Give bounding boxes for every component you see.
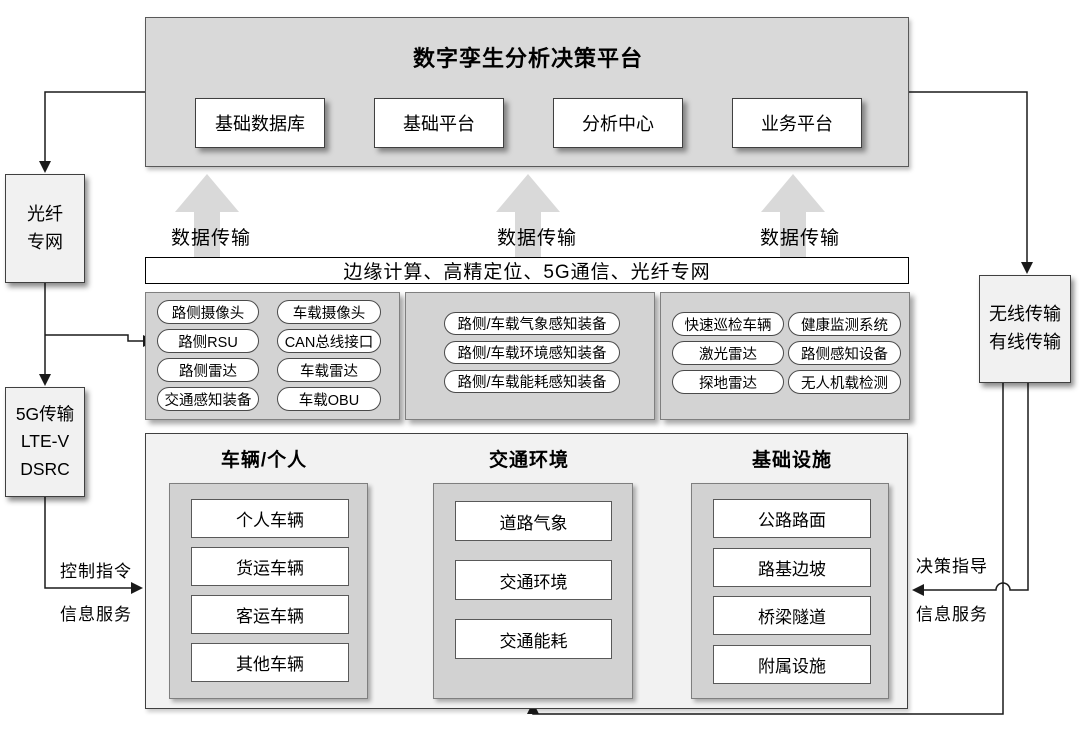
header-infrastructure: 基础设施 xyxy=(751,450,832,471)
module-business-platform: 业务平台 xyxy=(732,98,862,148)
block-arrow-up-2 xyxy=(496,174,560,257)
arrowhead-down-wireless xyxy=(1021,262,1033,274)
item-other-vehicle: 其他车辆 xyxy=(191,643,349,682)
network-bar: 边缘计算、高精定位、5G通信、光纤专网 xyxy=(145,257,909,284)
column-infrastructure: 公路路面 路基边坡 桥梁隧道 附属设施 xyxy=(691,483,889,699)
arrowhead-down-optical xyxy=(39,161,51,173)
module-base-database: 基础数据库 xyxy=(195,98,325,148)
wireless-line1: 无线传输 xyxy=(989,304,1061,325)
data-transfer-label-2: 数据传输 xyxy=(496,228,577,249)
column-traffic-environment: 道路气象 交通环境 交通能耗 xyxy=(433,483,633,699)
pill-lidar: 激光雷达 xyxy=(672,341,784,365)
line-optical-to-sensors xyxy=(45,334,145,342)
item-traffic-energy: 交通能耗 xyxy=(455,619,612,659)
item-freight-vehicle: 货运车辆 xyxy=(191,547,349,586)
arrowhead-right-bottombox xyxy=(131,582,143,594)
header-vehicles-individuals: 车辆/个人 xyxy=(220,450,308,471)
control-command-label: 控制指令 xyxy=(60,562,132,581)
decision-guidance-label: 决策指导 xyxy=(916,557,988,576)
platform-title: 数字孪生分析决策平台 xyxy=(412,46,643,71)
5g-line3: DSRC xyxy=(20,458,70,479)
data-transfer-label-1: 数据传输 xyxy=(170,228,251,249)
pill-environment-sensing: 路侧/车载环境感知装备 xyxy=(444,341,620,364)
item-bridge-tunnel: 桥梁隧道 xyxy=(713,596,871,635)
wireless-line2: 有线传输 xyxy=(989,332,1061,352)
item-passenger-vehicle: 客运车辆 xyxy=(191,595,349,634)
pill-uav-detection: 无人机载检测 xyxy=(788,370,901,394)
line-wireless-to-bottombox xyxy=(920,383,1029,591)
item-traffic-environment: 交通环境 xyxy=(455,560,612,600)
pill-health-monitoring-system: 健康监测系统 xyxy=(788,312,901,336)
sensor-group-inspection: 快速巡检车辆 激光雷达 探地雷达 健康监测系统 路侧感知设备 无人机载检测 xyxy=(660,292,910,420)
line-platform-to-optical xyxy=(44,91,145,165)
pill-roadside-sensing-device: 路侧感知设备 xyxy=(788,341,901,365)
pill-onboard-obu: 车载OBU xyxy=(277,387,381,411)
pill-onboard-radar: 车载雷达 xyxy=(277,358,381,382)
pill-roadside-rsu: 路侧RSU xyxy=(157,329,259,353)
sensor-group-roadside-vehicle: 路侧摄像头 路侧RSU 路侧雷达 交通感知装备 车载摄像头 CAN总线接口 车载… xyxy=(145,292,400,420)
optical-network-line2: 专网 xyxy=(27,231,63,252)
info-service-label-right: 信息服务 xyxy=(916,605,988,624)
5g-transmission-box: 5G传输 LTE-V DSRC xyxy=(5,387,85,497)
pill-weather-sensing: 路侧/车载气象感知装备 xyxy=(444,312,620,335)
line-platform-to-wireless xyxy=(909,91,1028,266)
column-vehicles: 个人车辆 货运车辆 客运车辆 其他车辆 xyxy=(169,483,368,699)
platform-box: 数字孪生分析决策平台 基础数据库 基础平台 分析中心 业务平台 xyxy=(145,17,909,167)
optical-network-line1: 光纤 xyxy=(27,203,63,224)
pill-roadside-radar: 路侧雷达 xyxy=(157,358,259,382)
line-5g-to-bottombox xyxy=(44,497,135,589)
physical-entities-box: 车辆/个人 交通环境 基础设施 个人车辆 货运车辆 客运车辆 其他车辆 道路气象… xyxy=(145,433,908,709)
data-transfer-label-3: 数据传输 xyxy=(759,228,840,249)
module-analysis-center: 分析中心 xyxy=(553,98,683,148)
block-arrow-up-3 xyxy=(761,174,825,257)
arrowhead-left-bottombox xyxy=(912,584,924,596)
item-personal-vehicle: 个人车辆 xyxy=(191,499,349,538)
item-road-weather: 道路气象 xyxy=(455,501,612,541)
sensor-group-environment: 路侧/车载气象感知装备 路侧/车载环境感知装备 路侧/车载能耗感知装备 xyxy=(405,292,655,420)
pill-energy-sensing: 路侧/车载能耗感知装备 xyxy=(444,370,620,393)
5g-line1: 5G传输 xyxy=(15,404,75,425)
pill-onboard-camera: 车载摄像头 xyxy=(277,300,381,324)
item-subgrade-slope: 路基边坡 xyxy=(713,548,871,587)
module-base-platform: 基础平台 xyxy=(374,98,504,148)
wireless-wired-transmission-box: 无线传输 有线传输 xyxy=(979,275,1071,383)
header-traffic-environment: 交通环境 xyxy=(488,450,569,471)
pill-ground-penetrating-radar: 探地雷达 xyxy=(672,370,784,394)
optical-network-box: 光纤 专网 xyxy=(5,174,85,283)
pill-roadside-camera: 路侧摄像头 xyxy=(157,300,259,324)
item-ancillary-facilities: 附属设施 xyxy=(713,645,871,684)
pill-traffic-sensing-equipment: 交通感知装备 xyxy=(157,387,259,411)
arrowhead-down-5g xyxy=(39,374,51,386)
pill-fast-inspection-vehicle: 快速巡检车辆 xyxy=(672,312,784,336)
5g-line2: LTE-V xyxy=(20,431,70,452)
info-service-label-left: 信息服务 xyxy=(60,605,132,624)
item-highway-pavement: 公路路面 xyxy=(713,499,871,538)
block-arrow-up-1 xyxy=(175,174,239,257)
pill-can-bus-interface: CAN总线接口 xyxy=(277,329,381,353)
